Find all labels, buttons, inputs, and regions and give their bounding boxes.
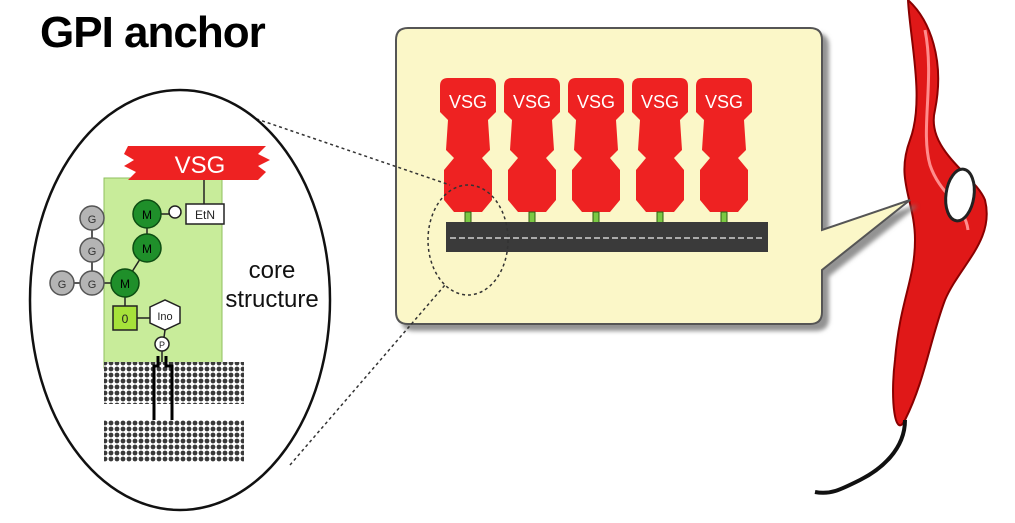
vsg-molecule: VSG (632, 78, 688, 225)
core-label-line2: structure (225, 286, 318, 313)
diagram-title: GPI anchor (40, 8, 266, 57)
vsg-molecule-label: VSG (641, 92, 679, 112)
callout-membrane (446, 222, 768, 252)
vsg-molecule-body (568, 78, 624, 212)
membrane-upper-leaflet (104, 362, 244, 404)
glucosamine-label: 0 (122, 312, 129, 326)
zoom-focus-circle (427, 184, 509, 296)
vsg-molecule-label: VSG (705, 92, 743, 112)
vsg-molecule-body (696, 78, 752, 212)
inositol-ring (149, 299, 181, 331)
svg-text:P: P (159, 340, 165, 350)
gpi-detail: VSG EtN G G G G M (28, 88, 332, 512)
ethanolamine-box (185, 203, 225, 225)
svg-text:G: G (88, 246, 97, 258)
vsg-banner (124, 146, 270, 180)
vsg-molecule-body (632, 78, 688, 212)
phosphate-lipid (154, 336, 170, 352)
galactose-2 (79, 237, 105, 263)
ethanolamine-label: EtN (195, 208, 215, 222)
lipid-tails (152, 356, 174, 420)
callout-panel: VSG VSG VSG VSG VSG (395, 27, 911, 325)
vsg-molecule: VSG (504, 78, 560, 225)
parasite-flagellum (814, 419, 907, 495)
mannose-3 (132, 199, 162, 229)
vsg-molecule-label: VSG (449, 92, 487, 112)
phosphate-etn (168, 205, 182, 219)
trypanosome-parasite (814, 0, 988, 495)
vsg-molecule-body (440, 78, 496, 212)
glucosamine-square (112, 305, 138, 331)
vsg-molecule-label: VSG (577, 92, 615, 112)
vsg-banner-label: VSG (175, 152, 226, 179)
svg-text:G: G (58, 279, 67, 291)
svg-text:M: M (120, 277, 130, 291)
core-label-line1: core (249, 257, 296, 284)
vsg-molecule-body (504, 78, 560, 212)
vsg-molecule: VSG (696, 78, 752, 225)
svg-text:G: G (88, 214, 97, 226)
zoom-connectors (244, 114, 509, 466)
galactose-4 (49, 270, 75, 296)
parasite-nucleus (944, 167, 976, 223)
vsg-row: VSG VSG VSG VSG VSG (440, 78, 752, 225)
galactose-3 (79, 270, 105, 296)
svg-text:G: G (88, 279, 97, 291)
parasite-body (892, 0, 988, 427)
mannose-2 (132, 233, 162, 263)
inositol-label: Ino (157, 311, 172, 323)
svg-text:M: M (142, 242, 152, 256)
membrane-lower-leaflet (104, 420, 244, 462)
vsg-molecule-label: VSG (513, 92, 551, 112)
vsg-molecule: VSG (568, 78, 624, 225)
vsg-molecule: VSG (440, 78, 496, 225)
connector-top (244, 114, 451, 186)
svg-text:M: M (142, 208, 152, 222)
mannose-1 (110, 268, 140, 298)
galactose-1 (79, 205, 105, 231)
